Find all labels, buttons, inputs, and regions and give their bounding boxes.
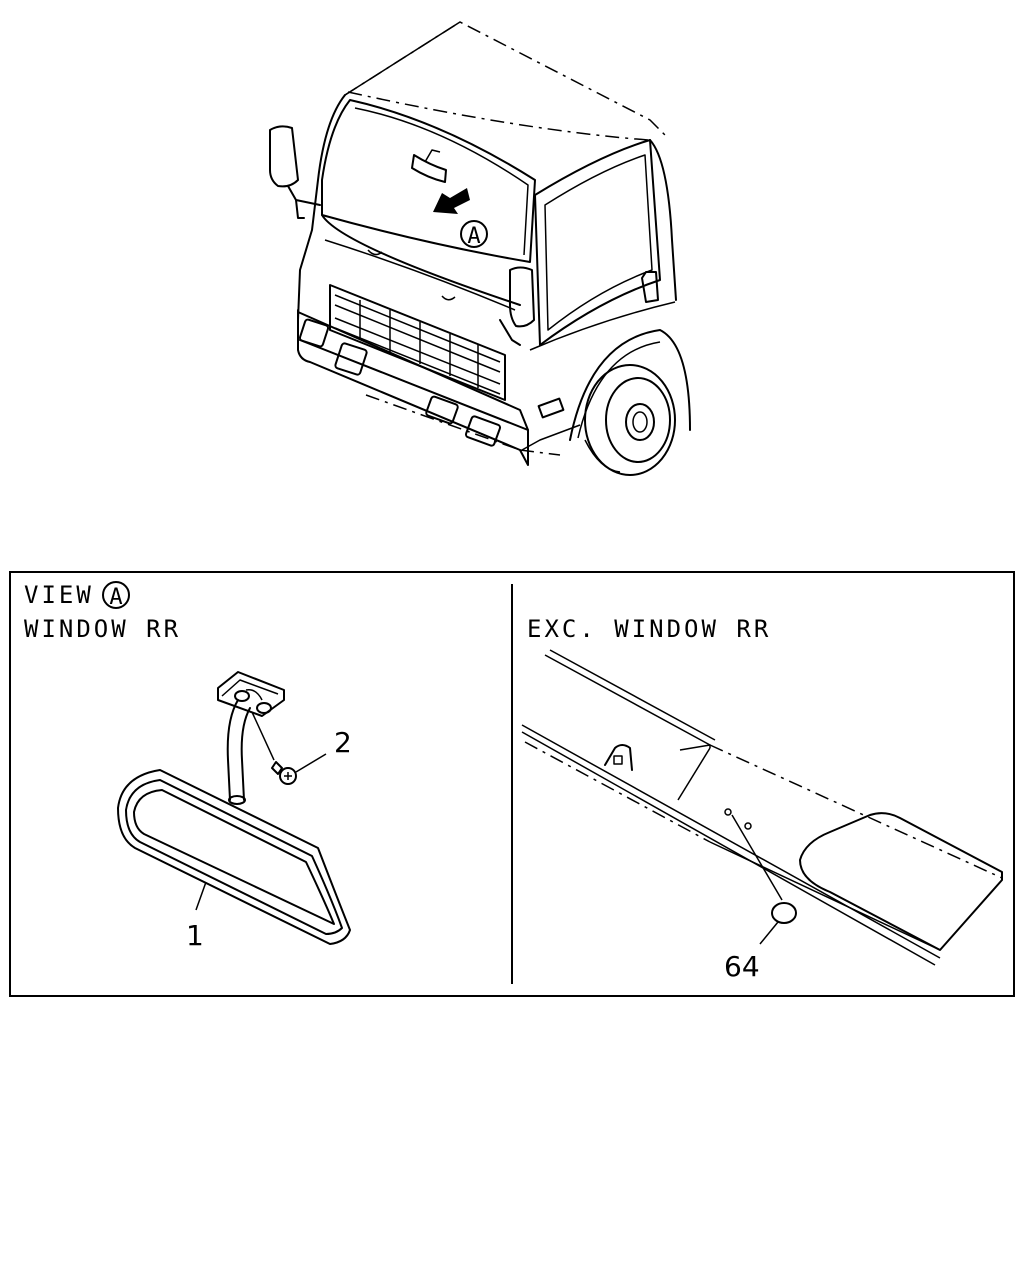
callout-2: 2: [334, 726, 352, 759]
callout-1: 1: [186, 919, 204, 952]
roof-panel-drawing: [521, 649, 1003, 966]
right-panel: EXC. WINDOW RR 64: [521, 615, 1003, 983]
rear-view-mirror-drawing: [117, 671, 351, 945]
left-panel: VIEW A WINDOW RR: [24, 581, 352, 952]
left-panel-subtitle: WINDOW RR: [24, 615, 181, 643]
callout-64: 64: [724, 950, 760, 983]
view-a-marker-box: A: [109, 585, 122, 610]
view-a-circle: [102, 581, 130, 609]
view-a-marker-truck: A: [467, 224, 480, 249]
view-label: VIEW: [24, 581, 94, 609]
right-panel-subtitle: EXC. WINDOW RR: [527, 615, 771, 643]
truck-cab-drawing: A: [269, 21, 691, 476]
detail-frame: [9, 571, 1015, 997]
